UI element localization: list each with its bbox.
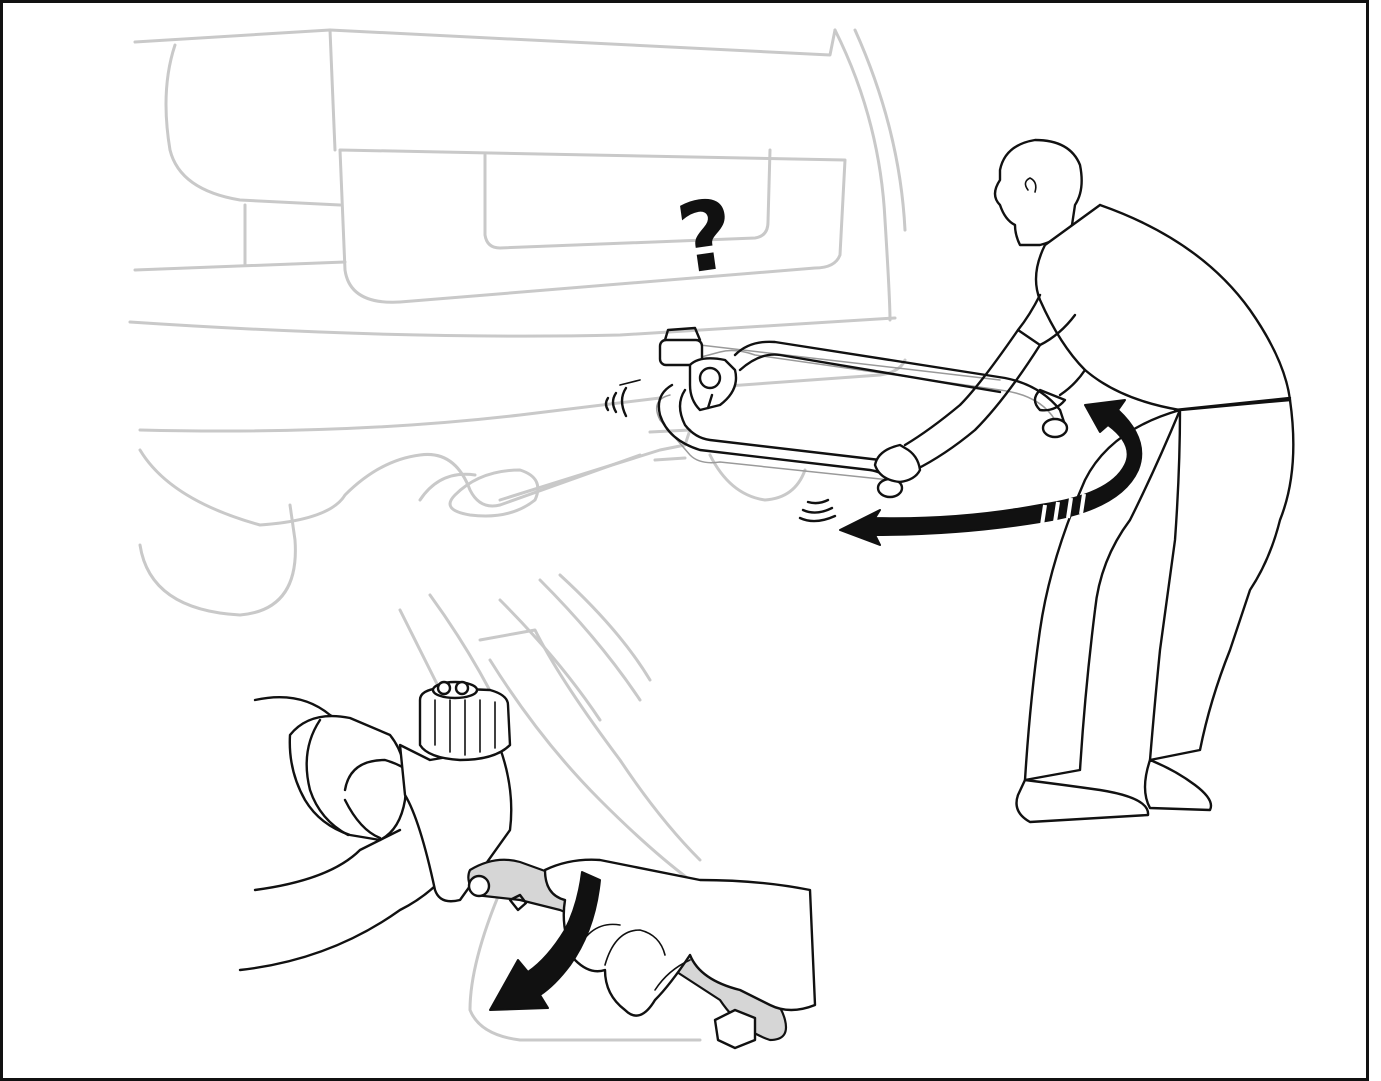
person-figure — [875, 140, 1293, 822]
wrench-detail — [240, 682, 815, 1048]
